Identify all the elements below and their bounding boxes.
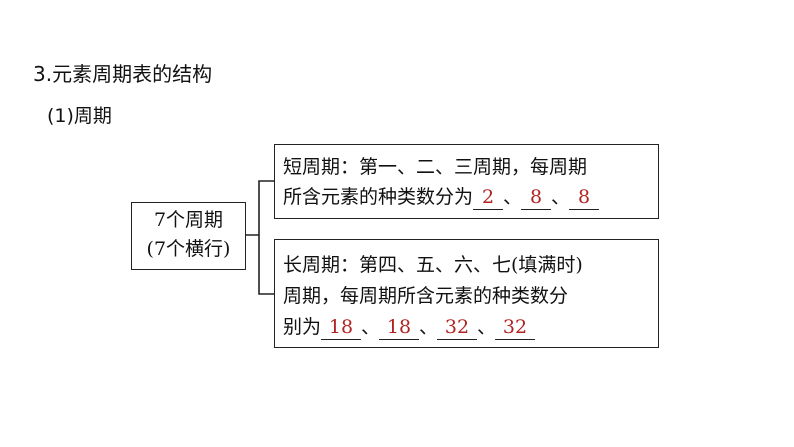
period-overview-box: 7个周期 (7个横行) xyxy=(131,202,246,270)
period-row-text: (7个横行) xyxy=(146,238,231,260)
answer-blank: 32 xyxy=(495,315,536,340)
subsection-heading: (1)周期 xyxy=(47,105,112,127)
answer-blank: 8 xyxy=(569,185,600,210)
answer-blank: 18 xyxy=(321,315,362,340)
long-period-line-1: 长周期：第四、五、六、七(填满时) xyxy=(283,254,583,276)
long-period-line-2: 周期，每周期所含元素的种类数分 xyxy=(283,285,569,307)
separator: 、 xyxy=(361,316,381,338)
short-period-prefix: 所含元素的种类数分为 xyxy=(283,186,474,208)
period-count-text: 7个周期 xyxy=(153,209,224,231)
answer-blank: 18 xyxy=(379,315,420,340)
section-heading: 3.元素周期表的结构 xyxy=(33,62,213,86)
answer-blank: 8 xyxy=(521,185,552,210)
separator: 、 xyxy=(477,316,497,338)
answer-blank: 32 xyxy=(437,315,478,340)
separator: 、 xyxy=(419,316,439,338)
separator: 、 xyxy=(503,186,523,208)
separator: 、 xyxy=(551,186,571,208)
short-period-line-1: 短周期：第一、二、三周期，每周期 xyxy=(283,156,588,178)
long-period-prefix: 别为 xyxy=(283,316,322,338)
answer-blank: 2 xyxy=(473,185,504,210)
